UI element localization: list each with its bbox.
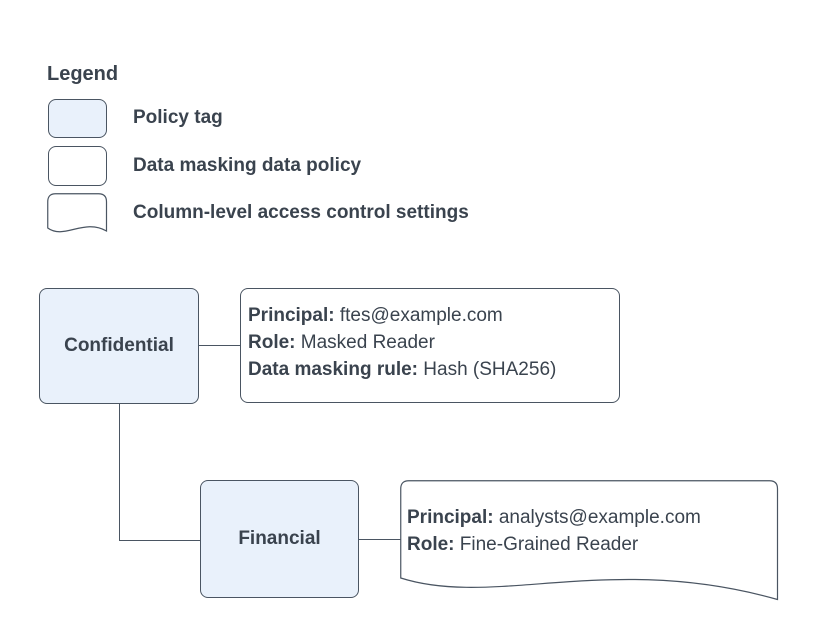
node-confidential: Confidential <box>39 288 199 404</box>
legend-title: Legend <box>47 63 119 85</box>
data-policy-swatch <box>48 146 107 186</box>
policy-line: Principal: analysts@example.com <box>407 507 701 528</box>
node-financial: Financial <box>200 480 359 598</box>
document-swatch <box>47 193 108 239</box>
policy-line: Role: Masked Reader <box>248 332 435 353</box>
column-access-document-text: Principal: analysts@example.com Role: Fi… <box>407 504 701 558</box>
node-confidential-label: Confidential <box>64 335 174 356</box>
policy-line: Role: Fine-Grained Reader <box>407 534 639 555</box>
policy-tag-swatch <box>48 99 107 138</box>
policy-line: Data masking rule: Hash (SHA256) <box>248 359 557 380</box>
connector-financial-to-document <box>358 539 401 540</box>
legend-label-column-access: Column-level access control settings <box>133 202 469 223</box>
connector-confidential-to-policy <box>199 345 241 346</box>
data-masking-policy-box: Principal: ftes@example.com Role: Masked… <box>240 288 620 403</box>
policy-line: Principal: ftes@example.com <box>248 305 503 326</box>
connector-to-financial <box>119 540 201 541</box>
column-access-document <box>400 480 779 602</box>
node-financial-label: Financial <box>238 528 321 549</box>
legend-label-data-policy: Data masking data policy <box>133 155 362 176</box>
legend-label-policy-tag: Policy tag <box>133 107 223 128</box>
connector-confidential-down <box>119 404 120 541</box>
